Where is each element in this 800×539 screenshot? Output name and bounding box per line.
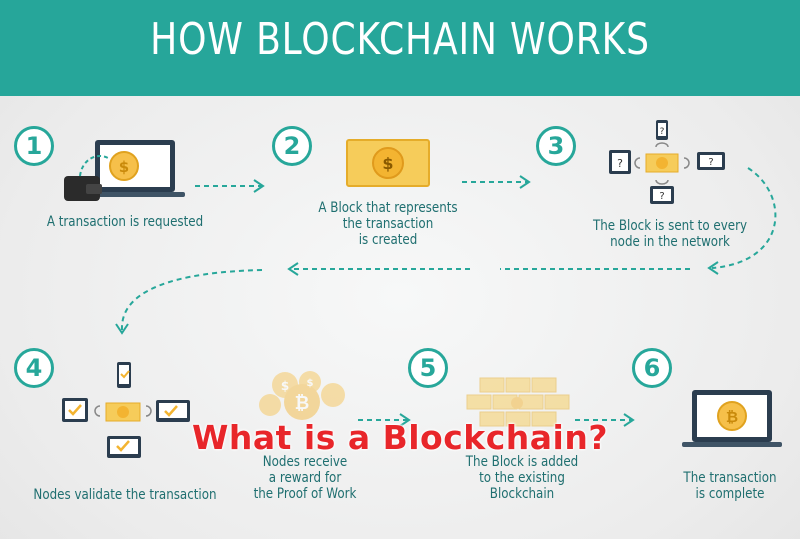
- step-5-caption-line: the Proof of Work: [253, 486, 357, 502]
- step-7-caption-line: is complete: [695, 486, 765, 502]
- step-6-number: 5: [408, 348, 448, 388]
- svg-text:₿: ₿: [295, 393, 310, 414]
- step1-laptop-wallet-icon: $: [64, 140, 185, 201]
- step2-block-bill-icon: $: [346, 139, 430, 187]
- arrow-heads: [115, 175, 719, 427]
- step-2-caption-line: A Block that represents: [318, 200, 458, 216]
- step-2-number: 2: [272, 126, 312, 166]
- step-3-caption-line: The Block is sent to every: [592, 218, 748, 234]
- step5-coin-reward-icon: ₿ $ $: [259, 371, 345, 420]
- svg-text:?: ?: [708, 157, 713, 168]
- title-banner: HOW BLOCKCHAIN WORKS: [0, 0, 800, 96]
- step3-network-icon: ? ? ? ?: [609, 120, 725, 204]
- svg-text:?: ?: [660, 127, 665, 137]
- step-1-caption: A transaction is requested: [36, 214, 215, 230]
- step-7-caption: The transaction is complete: [662, 470, 798, 502]
- step-4-caption: Nodes validate the transaction: [27, 487, 223, 503]
- step-5-caption: Nodes receive a reward for the Proof of …: [233, 454, 378, 502]
- step7-laptop-bitcoin-icon: ₿: [682, 390, 782, 447]
- svg-text:$: $: [119, 158, 129, 176]
- step-5-caption-line: a reward for: [268, 470, 342, 486]
- svg-text:$: $: [382, 154, 393, 173]
- svg-text:₿: ₿: [726, 408, 738, 426]
- flow-connectors: [120, 167, 777, 421]
- step-6-caption-line: to the existing: [479, 470, 565, 486]
- step-1-caption-line: A transaction is requested: [46, 214, 204, 230]
- overlay-heading: What is a Blockchain?: [191, 418, 609, 457]
- step-5-caption-line: Nodes receive: [262, 454, 348, 470]
- step-6-caption-line: The Block is added: [465, 454, 579, 470]
- step-7-number: 6: [632, 348, 672, 388]
- step-3-number: 3: [536, 126, 576, 166]
- step4-validation-icon: [62, 362, 190, 458]
- step-6-caption-line: Blockchain: [489, 486, 555, 502]
- page-title: HOW BLOCKCHAIN WORKS: [150, 14, 650, 65]
- step-4-caption-line: Nodes validate the transaction: [33, 487, 217, 503]
- step-6-caption: The Block is added to the existing Block…: [446, 454, 599, 502]
- svg-text:?: ?: [617, 157, 623, 170]
- step-3-caption: The Block is sent to every node in the n…: [577, 218, 764, 250]
- step-3-caption-line: node in the network: [610, 234, 730, 250]
- step-2-caption-line: the transaction: [342, 216, 434, 232]
- step-2-caption: A Block that represents the transaction …: [305, 200, 472, 248]
- step-7-caption-line: The transaction: [683, 470, 777, 486]
- svg-text:?: ?: [659, 191, 664, 202]
- svg-text:$: $: [307, 378, 314, 389]
- step6-blockchain-bricks-icon: [466, 377, 570, 427]
- svg-text:$: $: [281, 379, 289, 393]
- step-1-number: 1: [14, 126, 54, 166]
- step-2-caption-line: is created: [358, 232, 418, 248]
- step-4-number: 4: [14, 348, 54, 388]
- arrow-3-curve: [711, 167, 777, 269]
- arrow-to-4: [120, 269, 263, 331]
